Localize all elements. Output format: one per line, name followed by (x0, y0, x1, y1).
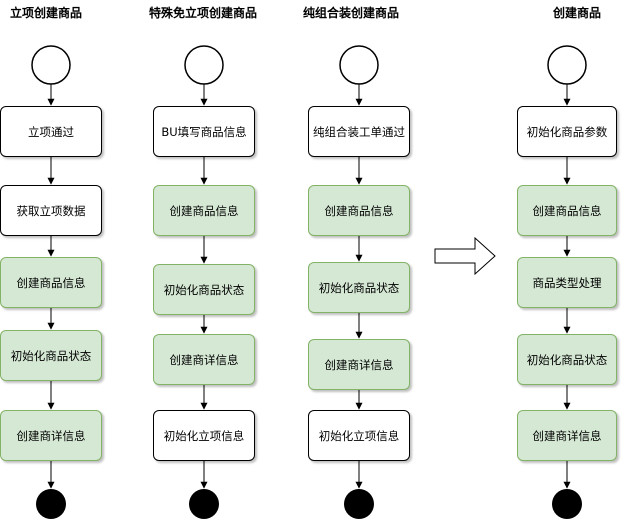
start-node (339, 45, 379, 85)
start-node (31, 45, 71, 85)
step-box[interactable]: 获取立项数据 (0, 185, 102, 236)
step-box[interactable]: 初始化商品状态 (517, 334, 617, 385)
step-box[interactable]: 创建商品信息 (0, 257, 102, 308)
end-node (189, 489, 219, 519)
step-box[interactable]: 创建商详信息 (517, 410, 617, 461)
step-box[interactable]: 立项通过 (0, 106, 102, 157)
column-title-3: 纯组合装创建商品 (303, 6, 400, 20)
step-box[interactable]: 商品类型处理 (517, 257, 617, 308)
end-node (552, 489, 582, 519)
edges (47, 84, 571, 489)
nodes (31, 45, 587, 519)
column-title-1: 立项创建商品 (10, 6, 83, 20)
end-node (344, 489, 374, 519)
step-box[interactable]: 初始化立项信息 (153, 410, 255, 461)
step-box[interactable]: 创建商详信息 (0, 410, 102, 461)
start-node (547, 45, 587, 85)
column-title-2: 特殊免立项创建商品 (149, 6, 258, 20)
step-box[interactable]: BU填写商品信息 (153, 106, 255, 157)
end-node (36, 489, 66, 519)
column-title-4: 创建商品 (553, 6, 602, 20)
step-box[interactable]: 初始化商品状态 (153, 264, 255, 315)
step-box[interactable]: 初始化商品参数 (517, 106, 617, 157)
start-node (184, 45, 224, 85)
step-box[interactable]: 创建商品信息 (517, 185, 617, 236)
transform-arrow-icon (434, 236, 496, 276)
step-box[interactable]: 创建商详信息 (153, 334, 255, 385)
step-box[interactable]: 创建商详信息 (308, 339, 410, 390)
step-box[interactable]: 纯组合装工单通过 (308, 106, 410, 157)
step-box[interactable]: 创建商品信息 (308, 185, 410, 236)
step-box[interactable]: 初始化立项信息 (308, 410, 410, 461)
step-box[interactable]: 创建商品信息 (153, 185, 255, 236)
step-box[interactable]: 初始化商品状态 (308, 262, 410, 313)
step-box[interactable]: 初始化商品状态 (0, 330, 102, 381)
